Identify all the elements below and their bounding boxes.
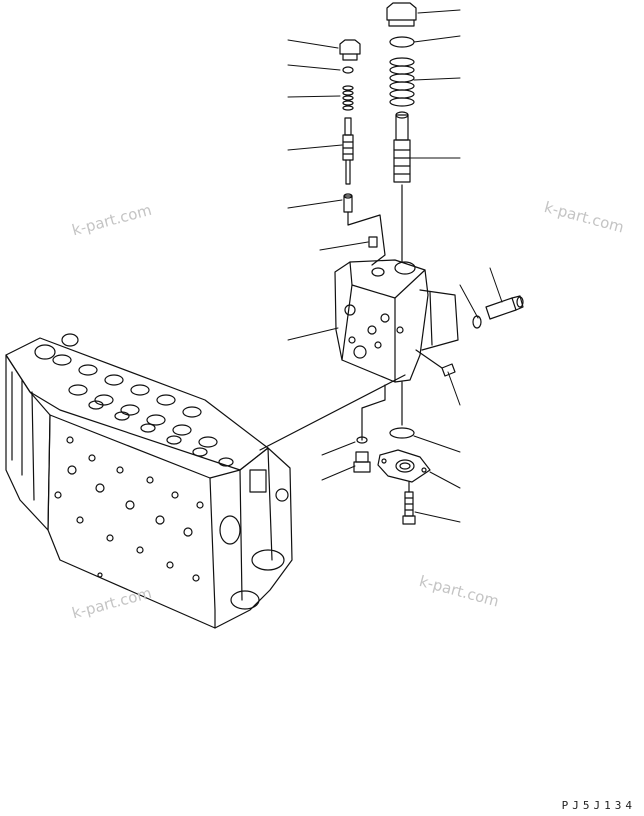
callout-leaders xyxy=(287,9,503,523)
flange xyxy=(377,449,431,483)
small-spring xyxy=(342,85,354,111)
small-plug-lower xyxy=(368,236,378,248)
washer-right xyxy=(472,315,482,329)
bolt-right xyxy=(485,295,524,320)
front-face-holes xyxy=(54,436,204,582)
o-ring-lower xyxy=(389,427,415,439)
main-control-valve-body xyxy=(5,333,293,629)
small-plug-right xyxy=(441,363,456,377)
flange-bolt xyxy=(402,491,416,525)
drawing-code: PJ5J134 xyxy=(561,799,636,812)
small-valve-stem xyxy=(342,117,354,185)
small-plug xyxy=(339,39,361,61)
poppet xyxy=(393,111,411,183)
top-face-ports xyxy=(34,333,234,467)
o-ring-upper xyxy=(389,36,415,48)
small-seat xyxy=(343,193,353,213)
small-stack-leader xyxy=(347,211,386,266)
spring-large xyxy=(389,57,415,107)
plug xyxy=(386,2,417,27)
small-o-ring xyxy=(342,66,354,74)
small-plug-lower-left xyxy=(353,451,371,473)
section-valve-block xyxy=(334,259,459,383)
assembly-leader-line xyxy=(259,374,406,451)
